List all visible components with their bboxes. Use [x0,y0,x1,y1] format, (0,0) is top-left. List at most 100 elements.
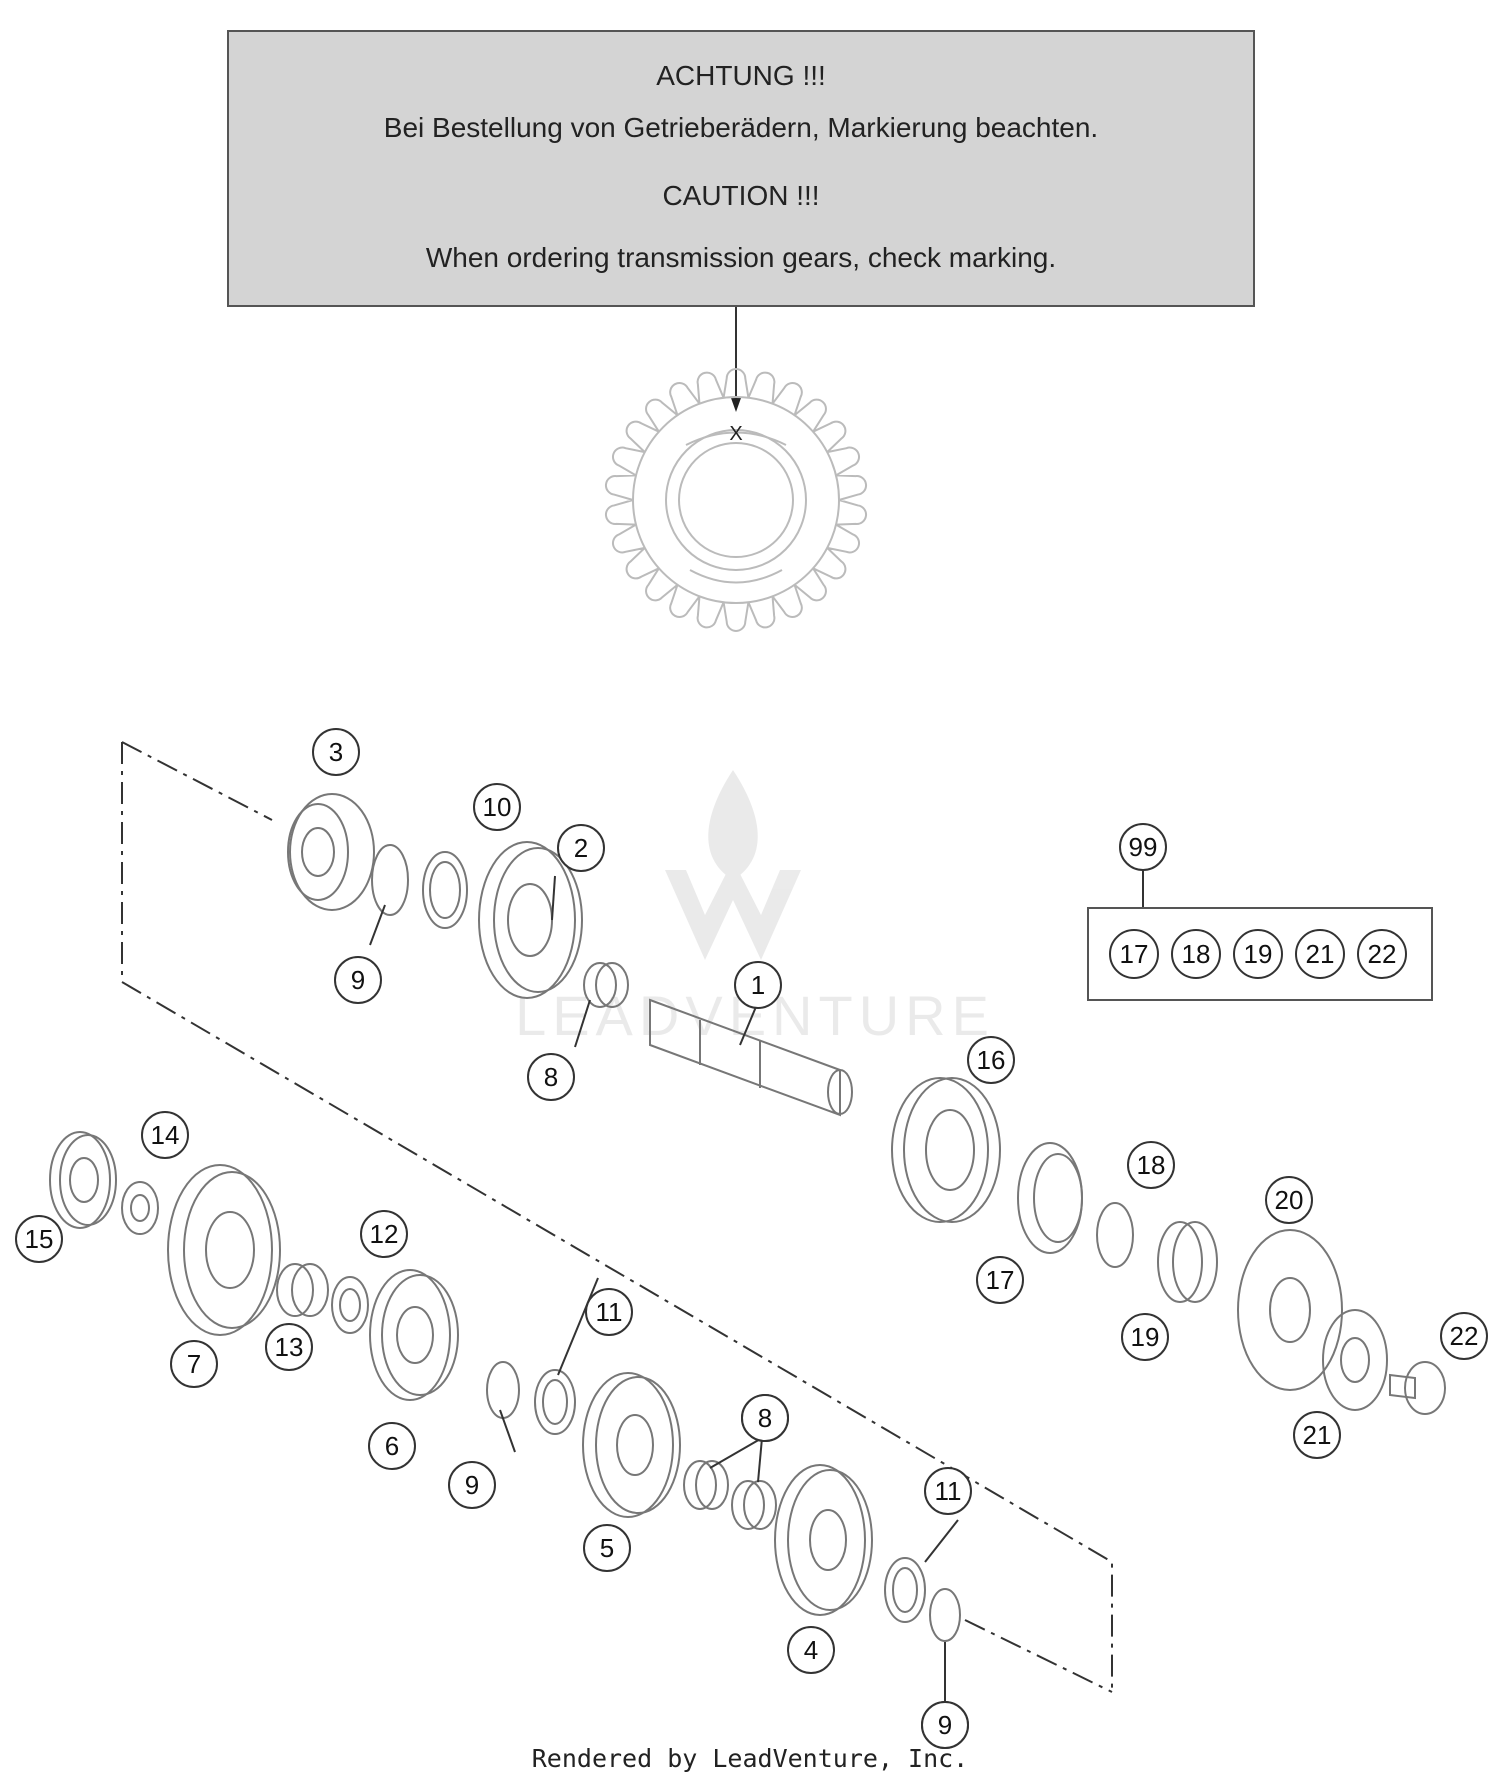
callout-label-10: 10 [483,792,512,822]
callout-bubble [368,1422,416,1470]
part-washer-11-mid [534,1369,576,1435]
callout-bubble [1121,1313,1169,1361]
kit-item-bubble [1295,929,1345,979]
part-nut-22 [1389,1361,1446,1415]
parts [49,793,1446,1642]
kit-item-label-17: 17 [1120,939,1149,969]
callout-label-1: 1 [751,970,765,1000]
gear-marking-label: X [729,423,742,445]
callout-label-8: 8 [758,1403,772,1433]
part-gear-5 [582,1372,681,1518]
part-gear-7 [167,1164,281,1336]
callout-bubble [334,956,382,1004]
part-bearing-13 [276,1263,329,1317]
part-o-ring-18 [1096,1202,1134,1268]
callout-label-5: 5 [600,1533,614,1563]
notice-german-text: Bei Bestellung von Getrieberädern, Marki… [383,112,1099,143]
callout-label-4: 4 [804,1635,818,1665]
callout-label-12: 12 [370,1219,399,1249]
kit-item-bubble [1357,929,1407,979]
callout-label-16: 16 [977,1045,1006,1075]
callout-label-9: 9 [351,965,365,995]
notice-english-heading: CAUTION !!! [662,180,820,211]
kit-item-label-19: 19 [1244,939,1273,969]
kit-item-label-22: 22 [1368,939,1397,969]
part-sprocket-20 [1237,1229,1343,1391]
callout-bubble [1440,1312,1488,1360]
callout-label-21: 21 [1303,1420,1332,1450]
part-shaft-seal-17 [1017,1142,1083,1254]
part-gear-6 [369,1269,459,1401]
callout-bubble [170,1340,218,1388]
kit-number-label: 99 [1129,832,1158,862]
callout-label-11: 11 [935,1476,962,1506]
part-needle-bearing-8-a [683,1460,729,1510]
callout-bubble [976,1256,1024,1304]
callout-bubble [1293,1411,1341,1459]
part-circlip-9-top [371,844,409,916]
marking-gear-illustration: X [605,368,867,632]
callout-label-20: 20 [1275,1185,1304,1215]
callout-label-3: 3 [329,737,343,767]
kit-item-label-18: 18 [1182,939,1211,969]
part-circlip-9-low [929,1588,961,1642]
callout-bubble [312,728,360,776]
callout-label-7: 7 [187,1349,201,1379]
callout-label-9: 9 [465,1470,479,1500]
callout-bubble [787,1626,835,1674]
callout-bubble [557,824,605,872]
callout-label-2: 2 [574,833,588,863]
part-washer-11-low [884,1557,926,1623]
part-needle-bearing-8-b [731,1480,777,1530]
callout-bubble [1265,1176,1313,1224]
callout-bubble [1127,1141,1175,1189]
part-washer-12 [331,1276,369,1334]
gear-teeth [605,368,867,632]
part-lock-washer-21 [1322,1309,1388,1411]
callout-label-19: 19 [1131,1322,1160,1352]
kit-group [1087,870,1433,1001]
callout-bubble [734,961,782,1009]
callout-bubble [741,1394,789,1442]
callout-label-8: 8 [544,1062,558,1092]
kit-item-label-21: 21 [1306,939,1335,969]
part-washer-10 [422,851,468,929]
kit-item-bubble [1233,929,1283,979]
kit-item-bubble [1109,929,1159,979]
callout-label-6: 6 [385,1431,399,1461]
callout-bubble [527,1053,575,1101]
notice-german-heading: ACHTUNG !!! [656,60,826,91]
part-spacer-19 [1157,1221,1218,1303]
callout-bubble [921,1701,969,1749]
callout-label-9: 9 [938,1710,952,1740]
callout-bubble [967,1036,1015,1084]
callout-bubble [265,1323,313,1371]
callout-bubble [583,1524,631,1572]
callout-bubble [141,1111,189,1159]
part-main-shaft-1 [649,998,853,1117]
notice-english-text: When ordering transmission gears, check … [425,242,1057,273]
part-gear-4 [774,1464,873,1616]
callout-label-22: 22 [1450,1321,1479,1351]
kit-item-bubble [1171,929,1221,979]
kit-number-bubble [1119,823,1167,871]
callout-label-14: 14 [151,1120,180,1150]
part-needle-bearing-8-top [583,962,629,1008]
callout-bubble [473,783,521,831]
callout-label-18: 18 [1137,1150,1166,1180]
callout-bubble [924,1467,972,1515]
footer-credit: Rendered by LeadVenture, Inc. [531,1744,969,1773]
callout-bubble [15,1215,63,1263]
callout-label-13: 13 [275,1332,304,1362]
part-washer-14 [121,1181,159,1235]
callout-bubble [585,1288,633,1336]
callout-label-11: 11 [596,1297,623,1327]
callout-label-15: 15 [25,1224,54,1254]
callout-label-17: 17 [986,1265,1015,1295]
part-bearing-15 [49,1131,117,1229]
part-sleeve-gear-3 [287,793,375,911]
caution-notice-box: ACHTUNG !!! Bei Bestellung von Getrieber… [227,30,1255,307]
callout-bubble [360,1210,408,1258]
part-ball-bearing-16 [891,1077,1001,1223]
